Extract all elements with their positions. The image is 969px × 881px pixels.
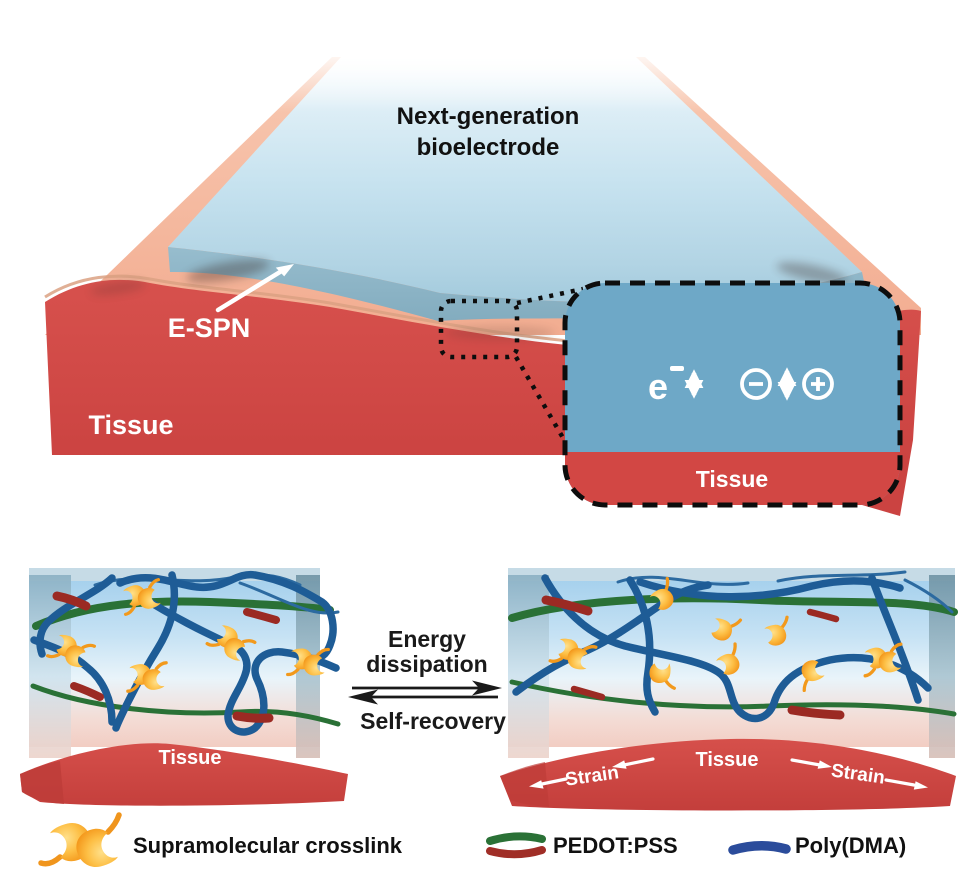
contact-shadow-right (776, 262, 848, 284)
equilibrium-arrows-icon (348, 680, 502, 705)
pss-segment (570, 685, 606, 701)
electron-minus-superscript (670, 366, 684, 371)
energy-dissipation-line2: dissipation (366, 651, 487, 677)
energy-dissipation-line1: Energy (388, 626, 466, 652)
polydma-chain (541, 574, 932, 723)
pss-segment (806, 608, 840, 623)
pss-segment (232, 711, 274, 723)
top-title-line1: Next-generation (397, 103, 580, 130)
network-panel-relaxed: Tissue (20, 568, 348, 806)
polymer-network (508, 570, 958, 723)
panel-left-wall (508, 575, 549, 758)
pss-segment (541, 595, 593, 616)
cation-circle-icon (802, 368, 834, 400)
polydma-chain (116, 570, 337, 663)
inset-tissue-label: Tissue (696, 466, 768, 492)
pss-segment (52, 591, 91, 611)
legend-label-pedot: PEDOT:PSS (553, 833, 678, 858)
contact-shadow-mid (445, 326, 555, 340)
espn-label: E-SPN (168, 313, 251, 343)
pedot-chain-thin (509, 679, 957, 717)
ion-transport-symbol (740, 367, 834, 401)
tissue-label-top: Tissue (88, 410, 173, 440)
inset-tissue-region (565, 452, 900, 505)
legend: Supramolecular crosslink PEDOT:PSS Poly(… (38, 812, 906, 873)
supramolecular-crosslink-icon (38, 812, 122, 873)
polydma-chain-thin (903, 578, 954, 614)
legend-label-crosslink: Supramolecular crosslink (133, 833, 403, 858)
contact-shadow-left (186, 259, 270, 283)
top-title-line2: bioelectrode (417, 134, 560, 161)
polydma-chain (626, 576, 659, 716)
pss-segment (70, 682, 104, 701)
electrode-slab-top (168, 57, 862, 303)
poly-dma-icon (728, 841, 791, 855)
panel-left-tissue-label: Tissue (159, 747, 222, 769)
pss-segment (243, 608, 280, 624)
polydma-chain (30, 636, 116, 726)
polydma-chain-thin (776, 570, 907, 583)
self-recovery-label: Self-recovery (360, 708, 506, 734)
legend-label-polydma: Poly(DMA) (795, 833, 906, 858)
pss-segment (787, 705, 845, 720)
transition-equilibrium: Energy dissipation Self-recovery (348, 626, 506, 734)
contact-shadow-hump (90, 280, 146, 296)
tissue-band (20, 743, 348, 806)
anion-circle-icon (740, 368, 772, 400)
zoom-connector-top (516, 286, 584, 306)
tissue-band-edge-shade (20, 761, 64, 804)
zoom-source-box (438, 298, 520, 360)
panel-right-tissue-label: Tissue (696, 749, 759, 771)
pedot-pss-icon (486, 832, 546, 859)
espn-pointer-arrow (215, 264, 294, 313)
inset-dashed-border (562, 280, 903, 508)
electron-transport-symbol: e (648, 366, 704, 407)
polydma-chain (868, 574, 922, 704)
slab-fade-highlight (250, 45, 730, 112)
network-panel-stretched: Tissue Strain Strain (500, 568, 958, 811)
tissue-block (45, 279, 921, 516)
top-illustration: Next-generation bioelectrode E-SPN Tissu… (44, 45, 921, 516)
electron-label: e (648, 366, 668, 407)
interface-inset: e Tissue (562, 280, 903, 508)
tissue-band (500, 738, 956, 811)
tissue-band-edge-shade (500, 762, 549, 807)
